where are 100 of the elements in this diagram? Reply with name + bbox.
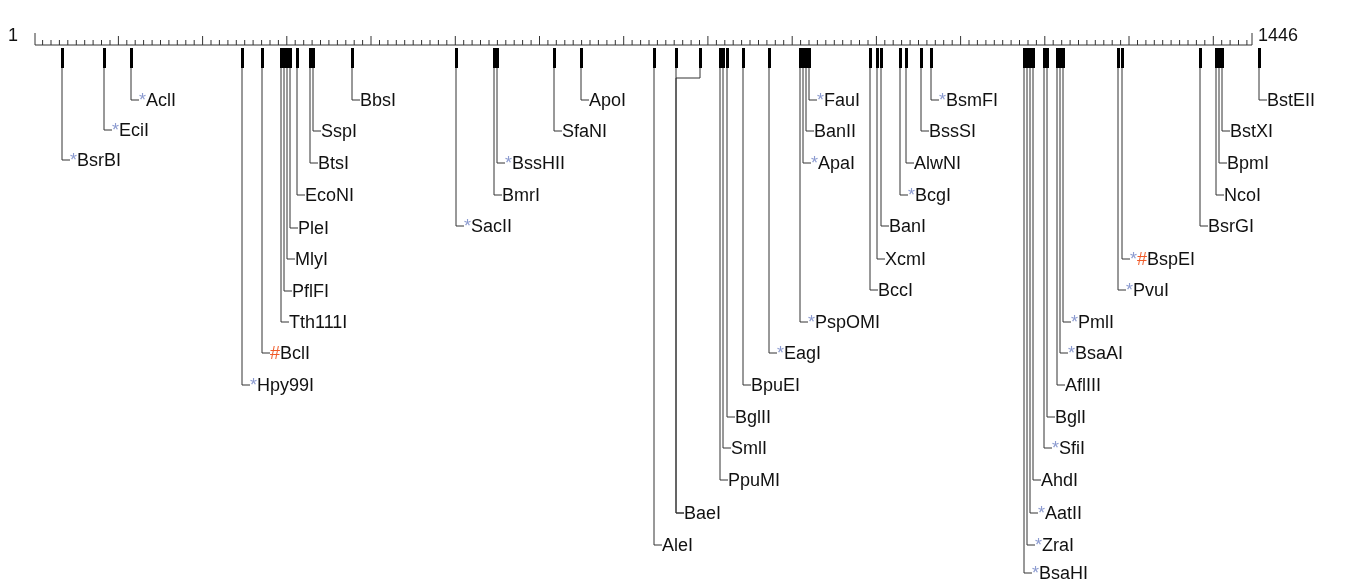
leader-line: [283, 67, 293, 292]
cut-site-mark: [1214, 48, 1218, 68]
leader-line: [1043, 67, 1053, 449]
cut-site-mark: [579, 48, 583, 68]
cut-site-mark: [868, 48, 872, 68]
leader-line: [876, 67, 886, 260]
leader-line: [1062, 67, 1072, 323]
enzyme-name: BccI: [878, 280, 913, 300]
enzyme-name: BanII: [814, 121, 857, 141]
enzyme-name: BglII: [735, 407, 772, 427]
leader-line: [296, 67, 306, 196]
enzyme-name: BaeI: [684, 503, 722, 523]
enzyme-name: BsaHI: [1039, 563, 1089, 583]
enzyme-name: ApaI: [818, 153, 856, 173]
asterisk-mark: *: [1071, 312, 1078, 332]
asterisk-mark: *: [808, 312, 815, 332]
leader-line: [1029, 67, 1039, 514]
enzyme-name: BanI: [889, 216, 927, 236]
enzyme-name: BstEII: [1267, 90, 1315, 110]
leader-line: [61, 67, 71, 161]
cut-site-mark: [898, 48, 902, 68]
asterisk-mark: *: [1068, 343, 1075, 363]
cut-site-mark: [741, 48, 745, 68]
cut-site-mark: [1198, 48, 1202, 68]
leader-line: [493, 67, 503, 196]
leader-line: [869, 67, 879, 291]
leader-line: [1221, 67, 1231, 132]
enzyme-name: AflIII: [1065, 375, 1101, 395]
leader-line: [1026, 67, 1036, 546]
cut-site-mark: [919, 48, 923, 68]
enzyme-name: BsrGI: [1208, 216, 1254, 236]
asterisk-mark: *: [505, 153, 512, 173]
asterisk-mark: *: [1052, 438, 1059, 458]
cut-site-mark: [308, 48, 312, 68]
leader-line: [880, 67, 890, 227]
leader-line: [799, 67, 809, 323]
cut-site-mark: [767, 48, 771, 68]
leader-line: [1032, 67, 1042, 481]
enzyme-name: BpuEI: [751, 375, 801, 395]
asterisk-mark: *: [908, 185, 915, 205]
leader-line: [580, 67, 590, 101]
leader-line: [286, 67, 296, 260]
enzyme-name: EagI: [784, 343, 822, 363]
leader-line: [241, 67, 251, 386]
asterisk-mark: *: [250, 375, 257, 395]
enzyme-name: BsaAI: [1075, 343, 1124, 363]
enzyme-name: EciI: [119, 120, 150, 140]
cut-site-mark: [879, 48, 883, 68]
cut-site-mark: [60, 48, 64, 68]
scale-end-number: 1: [8, 25, 18, 45]
enzyme-name: BmrI: [502, 185, 540, 205]
enzyme-name: AleI: [662, 535, 694, 555]
enzyme-name: PleI: [298, 218, 330, 238]
cut-site-mark: [279, 48, 283, 68]
enzyme-name: BcgI: [915, 185, 952, 205]
leader-line: [309, 67, 319, 164]
cut-site-mark: [552, 48, 556, 68]
leader-line: [1117, 67, 1127, 291]
cut-site-mark: [721, 48, 725, 68]
leader-line: [675, 67, 701, 514]
enzyme-name: PvuI: [1133, 280, 1170, 300]
enzyme-name: BsmFI: [946, 90, 998, 110]
cut-site-mark: [1055, 48, 1059, 68]
enzyme-name: AatII: [1045, 503, 1083, 523]
leader-line: [1046, 67, 1056, 418]
enzyme-name: SfiI: [1059, 438, 1086, 458]
enzyme-name: BbsI: [360, 90, 397, 110]
cut-site-mark: [102, 48, 106, 68]
cut-site-mark: [1042, 48, 1046, 68]
enzyme-name: PspOMI: [815, 312, 881, 332]
cut-site-mark: [288, 48, 292, 68]
leader-line: [1059, 67, 1069, 354]
leader-line: [553, 67, 563, 132]
cut-site-mark: [454, 48, 458, 68]
leader-line: [351, 67, 361, 101]
asterisk-mark: *: [1032, 563, 1039, 583]
asterisk-mark: *: [70, 150, 77, 170]
cut-site-mark: [311, 48, 315, 68]
cut-site-mark: [698, 48, 702, 68]
enzyme-name: EcoNI: [305, 185, 355, 205]
enzyme-name: BpmI: [1227, 153, 1269, 173]
hash-mark: #: [1137, 249, 1148, 269]
enzyme-name: Tth111I: [289, 312, 348, 332]
enzyme-name: XcmI: [885, 249, 926, 269]
enzyme-name: BsrBI: [77, 150, 122, 170]
enzyme-name: Hpy99I: [257, 375, 315, 395]
cut-site-mark: [652, 48, 656, 68]
leader-line: [1218, 67, 1228, 164]
cut-site-mark: [875, 48, 879, 68]
asterisk-mark: *: [1035, 535, 1042, 555]
leader-line: [1056, 67, 1066, 386]
leader-line: [496, 67, 506, 164]
cut-site-mark: [929, 48, 933, 68]
leader-line: [312, 67, 322, 132]
leader-line: [280, 67, 290, 323]
asterisk-mark: *: [112, 120, 119, 140]
leader-line: [805, 67, 815, 132]
cut-site-mark: [260, 48, 264, 68]
leader-line: [653, 67, 663, 546]
leader-line: [768, 67, 778, 354]
